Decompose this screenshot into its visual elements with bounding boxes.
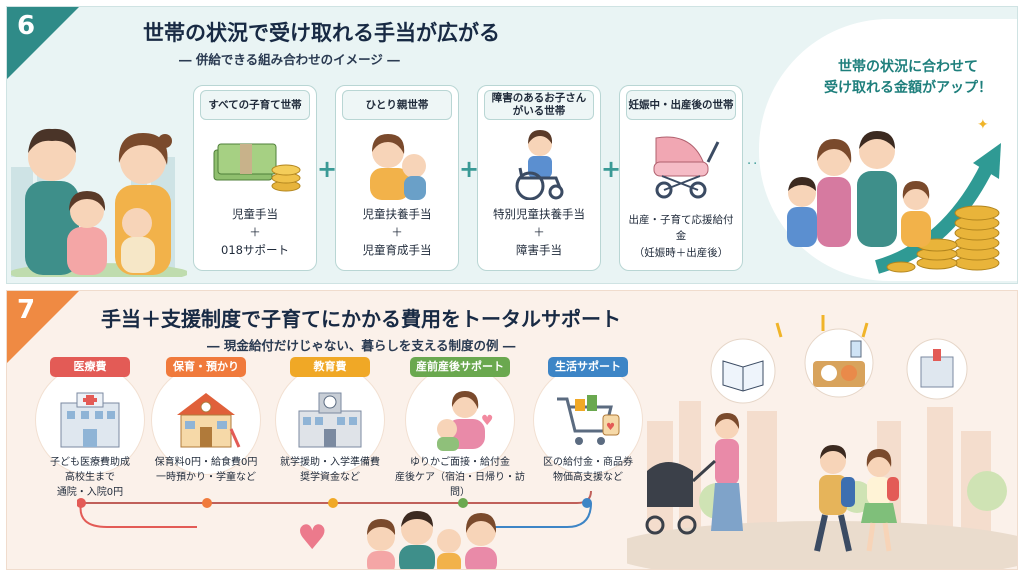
- support-prenatal-postnatal: 産前産後サポート ♥ ゆりかご面接・給付金 産後ケア（宿泊・日帰り・訪問）: [395, 357, 525, 507]
- support-connector-line: [77, 490, 592, 528]
- benefit-plus: ＋: [391, 224, 403, 239]
- card-header: すべての子育て世帯: [200, 90, 310, 120]
- support-desc: ゆりかご面接・給付金 産後ケア（宿泊・日帰り・訪問）: [389, 455, 531, 500]
- result-line-2: 受け取れる金額がアップ！: [824, 80, 992, 96]
- section-7-subtitle: ― 現金給付だけじゃない、暮らしを支える制度の例 ―: [207, 338, 516, 353]
- plus-sign: +: [601, 155, 622, 183]
- benefit-line: 障害手当: [516, 242, 562, 257]
- section-6-subtitle: ― 併給できる組み合わせのイメージ ―: [179, 52, 400, 67]
- allowance-card-disability: 障害のあるお子さん がいる世帯 特別児童扶養手当 ＋ 障害手当: [477, 85, 601, 271]
- support-medical: 医療費 子ども医療費助成 高校生まで 通院・入院0円: [25, 357, 155, 507]
- heart-icon: ♥: [481, 413, 494, 429]
- support-living: 生活サポート ♥ 区の給付金・商品券 物価高支援など: [523, 357, 653, 507]
- support-label: 産前産後サポート: [410, 357, 510, 377]
- benefit-plus: ＋: [533, 224, 545, 239]
- result-line-1: 世帯の状況に合わせて: [838, 59, 978, 75]
- card-benefits: 児童手当 ＋ 018サポート: [198, 206, 312, 259]
- card-benefits: 出産・子育て応援給付金 （妊娠時＋出産後）: [624, 212, 738, 261]
- heart-icon: ♥: [606, 422, 615, 433]
- benefit-line: 出産・子育て応援給付金: [628, 214, 734, 243]
- section-6-badge: [7, 7, 79, 79]
- section-6-panel: 6 世帯の状況で受け取れる手当が広がる ― 併給できる組み合わせのイメージ ― …: [6, 6, 1018, 284]
- open-book-icon: [722, 360, 764, 392]
- support-label: 生活サポート: [548, 357, 628, 377]
- desc-line: 保育料0円・給食費0円: [154, 457, 258, 468]
- support-label: 医療費: [50, 357, 130, 377]
- card-header: 妊娠中・出産後の世帯: [626, 90, 736, 120]
- plus-sign: +: [459, 155, 480, 183]
- mother-child-icon: [370, 134, 426, 200]
- desc-line: 子ども医療費助成: [50, 457, 130, 468]
- section-7-number: 7: [17, 295, 36, 325]
- benefit-line: 特別児童扶養手当: [493, 207, 585, 221]
- card-header: ひとり親世帯: [342, 90, 452, 120]
- money-stack-icon: [213, 143, 301, 192]
- result-message: 世帯の状況に合わせて 受け取れる金額がアップ！: [803, 57, 1013, 99]
- support-childcare: 保育・預かり 保育料0円・給食費0円 一時預かり・学童など: [141, 357, 271, 507]
- desc-line: 高校生まで: [65, 472, 115, 483]
- allowance-card-single-parent: ひとり親世帯 児童扶養手当 ＋ 児童育成手当: [335, 85, 459, 271]
- card-header: 障害のあるお子さん がいる世帯: [484, 90, 594, 120]
- family-heart-illustration: ♥: [297, 511, 497, 569]
- allowance-card-pregnancy: 妊娠中・出産後の世帯 出産・子育て応援給付金 （妊娠時＋出産後）: [619, 85, 743, 271]
- desc-line: 就学援助・入学準備費: [280, 457, 380, 468]
- support-label: 教育費: [290, 357, 370, 377]
- desc-line: 通院・入院0円: [56, 487, 124, 498]
- school-lunch-icon: [813, 340, 865, 387]
- allowance-card-all-households: すべての子育て世帯 児童手当 ＋ 018サポート: [193, 85, 317, 271]
- support-desc: 就学援助・入学準備費 奨学資金など: [259, 455, 401, 485]
- benefit-plus: ＋: [249, 224, 261, 239]
- desc-line: 産後ケア（宿泊・日帰り・訪問）: [395, 472, 525, 498]
- section-6-title: 世帯の状況で受け取れる手当が広がる: [143, 21, 500, 45]
- hospital-icon: [920, 349, 954, 388]
- desc-line: 物価高支援など: [553, 472, 623, 483]
- benefit-line: （妊娠時＋出産後）: [633, 246, 729, 259]
- sparkle-icon: ✦: [977, 117, 989, 133]
- section-6-number: 6: [17, 11, 36, 41]
- desc-line: 区の給付金・商品券: [543, 457, 633, 468]
- support-desc: 子ども医療費助成 高校生まで 通院・入院0円: [19, 455, 161, 500]
- mother-baby-icon: ♥: [437, 391, 494, 451]
- support-education: 教育費 就学援助・入学準備費 奨学資金など: [265, 357, 395, 507]
- school-building-icon: [298, 392, 362, 448]
- support-label: 保育・預かり: [166, 357, 246, 377]
- benefit-line: 児童育成手当: [362, 242, 432, 257]
- hospital-icon: [60, 392, 120, 448]
- support-desc: 保育料0円・給食費0円 一時預かり・学童など: [135, 455, 277, 485]
- heart-icon: ♥: [297, 518, 327, 558]
- family-illustration-left: [11, 128, 187, 277]
- card-benefits: 児童扶養手当 ＋ 児童育成手当: [340, 206, 454, 259]
- benefit-line: 018サポート: [221, 242, 289, 257]
- nursery-school-icon: [177, 393, 241, 448]
- desc-line: 一時預かり・学童など: [156, 472, 256, 483]
- benefit-line: 児童手当: [232, 207, 278, 221]
- section-7-panel: 7 手当＋支援制度で子育てにかかる費用をトータルサポート ― 現金給付だけじゃな…: [6, 290, 1018, 570]
- happy-family-coins-illustration: ✦: [787, 117, 1001, 274]
- family-walking-scene: [627, 315, 1017, 569]
- desc-line: ゆりかご面接・給付金: [410, 457, 510, 468]
- baby-stroller-icon: [653, 136, 720, 199]
- wheelchair-child-icon: [515, 130, 564, 200]
- card-benefits: 特別児童扶養手当 ＋ 障害手当: [482, 206, 596, 259]
- section-7-badge: [7, 291, 79, 363]
- plus-sign: +: [317, 155, 338, 183]
- shopping-cart-icon: ♥: [557, 395, 620, 445]
- support-desc: 区の給付金・商品券 物価高支援など: [517, 455, 659, 485]
- section-7-title: 手当＋支援制度で子育てにかかる費用をトータルサポート: [101, 307, 621, 331]
- benefit-line: 児童扶養手当: [362, 207, 432, 221]
- desc-line: 奨学資金など: [300, 472, 360, 483]
